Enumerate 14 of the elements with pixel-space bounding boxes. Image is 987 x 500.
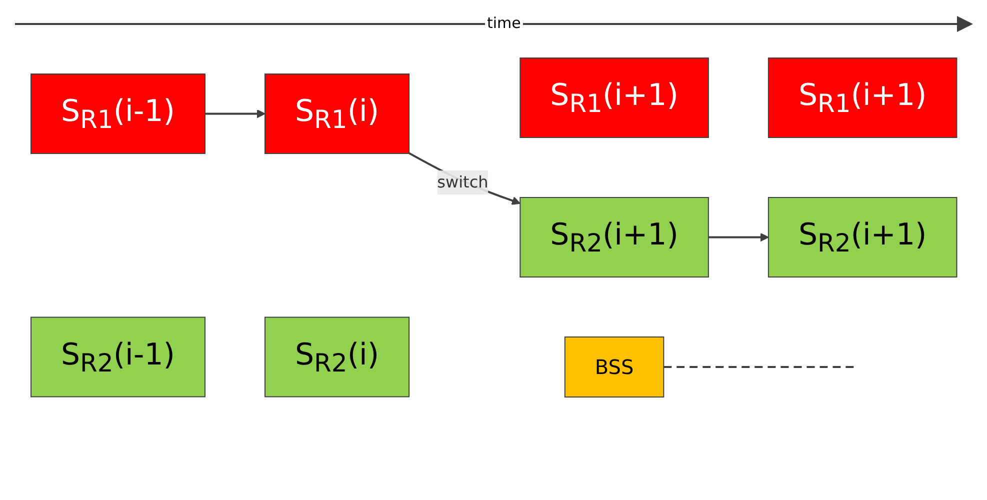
node-box: BSS (564, 336, 664, 398)
node-box: S$_{R2}$(i-1) (30, 316, 206, 398)
node-box: S$_{R2}$(i) (264, 316, 410, 398)
arrow (204, 109, 265, 118)
arrow (708, 232, 768, 242)
connector (663, 366, 855, 368)
node-box: S$_{R1}$(i-1) (30, 74, 206, 154)
arrow (408, 152, 520, 205)
node-box: S$_{R1}$(i+1) (768, 58, 957, 138)
node-box: S$_{R1}$(i+1) (519, 58, 709, 138)
node-box: S$_{R2}$(i+1) (768, 197, 957, 278)
node-box: S$_{R1}$(i) (264, 74, 410, 154)
node-box: S$_{R2}$(i+1) (519, 197, 709, 278)
edge-label: switch (436, 172, 488, 192)
